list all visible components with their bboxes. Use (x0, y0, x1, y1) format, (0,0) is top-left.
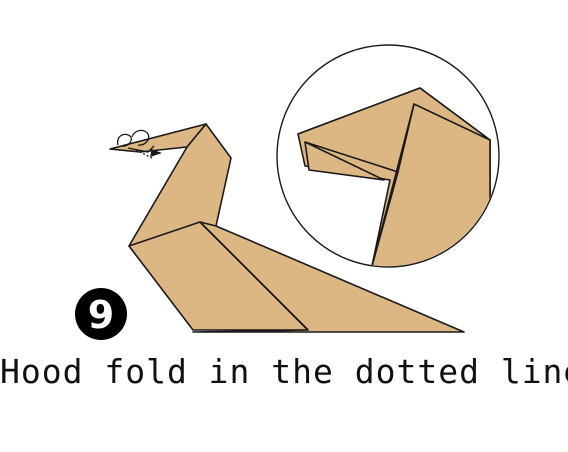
fold-arrow-icon (117, 129, 162, 159)
crease-line (304, 141, 399, 173)
crease-line (128, 146, 188, 247)
crease-line (199, 221, 309, 331)
detail-beak-flap (304, 141, 385, 181)
instruction-caption: Hood fold in the dotted line (0, 352, 568, 391)
detail-magnifier (276, 44, 500, 268)
detail-neck-panel (371, 103, 491, 266)
step-badge-circle (75, 288, 127, 340)
step-badge: 9 (75, 288, 127, 340)
crease-line (371, 103, 415, 266)
origami-bird-figure (109, 123, 465, 333)
step-number: 9 (88, 293, 114, 337)
